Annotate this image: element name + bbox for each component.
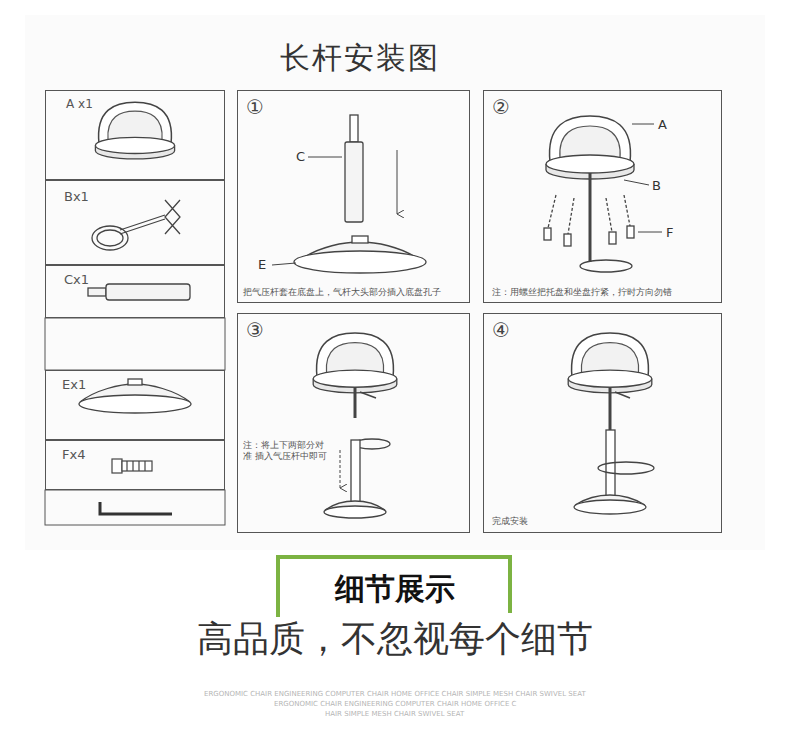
key-cell <box>45 490 225 525</box>
step-note: 把气压杆套在底盘上，气杆大头部分插入底盘孔子 <box>243 287 465 298</box>
step-panel: ② 注：用螺丝把托盘和坐盘拧紧，拧时方向勿错 <box>483 90 722 303</box>
part-cell: Cx1 <box>45 265 225 318</box>
screw <box>112 459 152 473</box>
base-disk <box>79 379 191 413</box>
callout-letter: C <box>296 149 305 165</box>
callout-letter: F <box>666 225 673 241</box>
callout-letter: A <box>658 117 667 133</box>
allen-key <box>100 502 172 514</box>
section-heading: 细节展示 <box>300 566 490 612</box>
diagram-title: 长杆安装图 <box>280 40 440 76</box>
step-panel: ④ 完成安装 <box>483 313 722 533</box>
step-panel: ① 把气压杆套在底盘上，气杆大头部分插入底盘孔子 <box>237 90 470 303</box>
chair-part <box>95 102 174 159</box>
part-label: Fx4 <box>62 447 122 463</box>
part-cell: A x1 <box>45 90 225 180</box>
step2-art <box>544 124 662 272</box>
step-number: ① <box>246 95 276 120</box>
heading-text: 细节展示 <box>300 570 490 608</box>
slogan: 高品质，不忽视每个细节 <box>195 617 595 660</box>
gas-cylinder <box>88 284 190 300</box>
callout-letter: E <box>258 257 266 273</box>
callout-letter: B <box>652 178 661 194</box>
step-number: ③ <box>246 318 276 343</box>
step3-chair <box>313 333 397 393</box>
step2-chair <box>546 116 634 179</box>
watermark: ERGONOMIC CHAIR ENGINEERING COMPUTER CHA… <box>204 690 586 698</box>
step-number: ④ <box>492 318 522 343</box>
part-label: A x1 <box>66 97 126 112</box>
step4-art <box>574 388 654 514</box>
sheet <box>25 15 765 550</box>
watermark: HAIR SIMPLE MESH CHAIR SWIVEL SEAT <box>325 710 464 718</box>
step-note: 注：将上下两部分对准 插入气压杆中即可 <box>243 440 327 463</box>
step-note: 注：用螺丝把托盘和坐盘拧紧，拧时方向勿错 <box>492 287 717 298</box>
empty-cell <box>45 318 225 370</box>
part-label: Cx1 <box>64 272 124 288</box>
base-bracket <box>92 200 180 250</box>
watermark: ERGONOMIC CHAIR ENGINEERING COMPUTER CHA… <box>274 700 517 708</box>
step-number: ② <box>492 95 522 120</box>
part-cell: Fx4 <box>45 440 225 490</box>
part-cell: Ex1 <box>45 370 225 440</box>
part-label: Ex1 <box>62 377 122 393</box>
part-label: Bx1 <box>64 189 124 205</box>
step4-chair <box>568 333 652 393</box>
step3-art <box>324 388 390 518</box>
step1-art <box>272 115 426 273</box>
part-cell: Bx1 <box>45 180 225 265</box>
step-note: 完成安装 <box>492 516 572 527</box>
step-panel: ③ 注：将上下两部分对准 插入气压杆中即可 <box>237 313 470 533</box>
